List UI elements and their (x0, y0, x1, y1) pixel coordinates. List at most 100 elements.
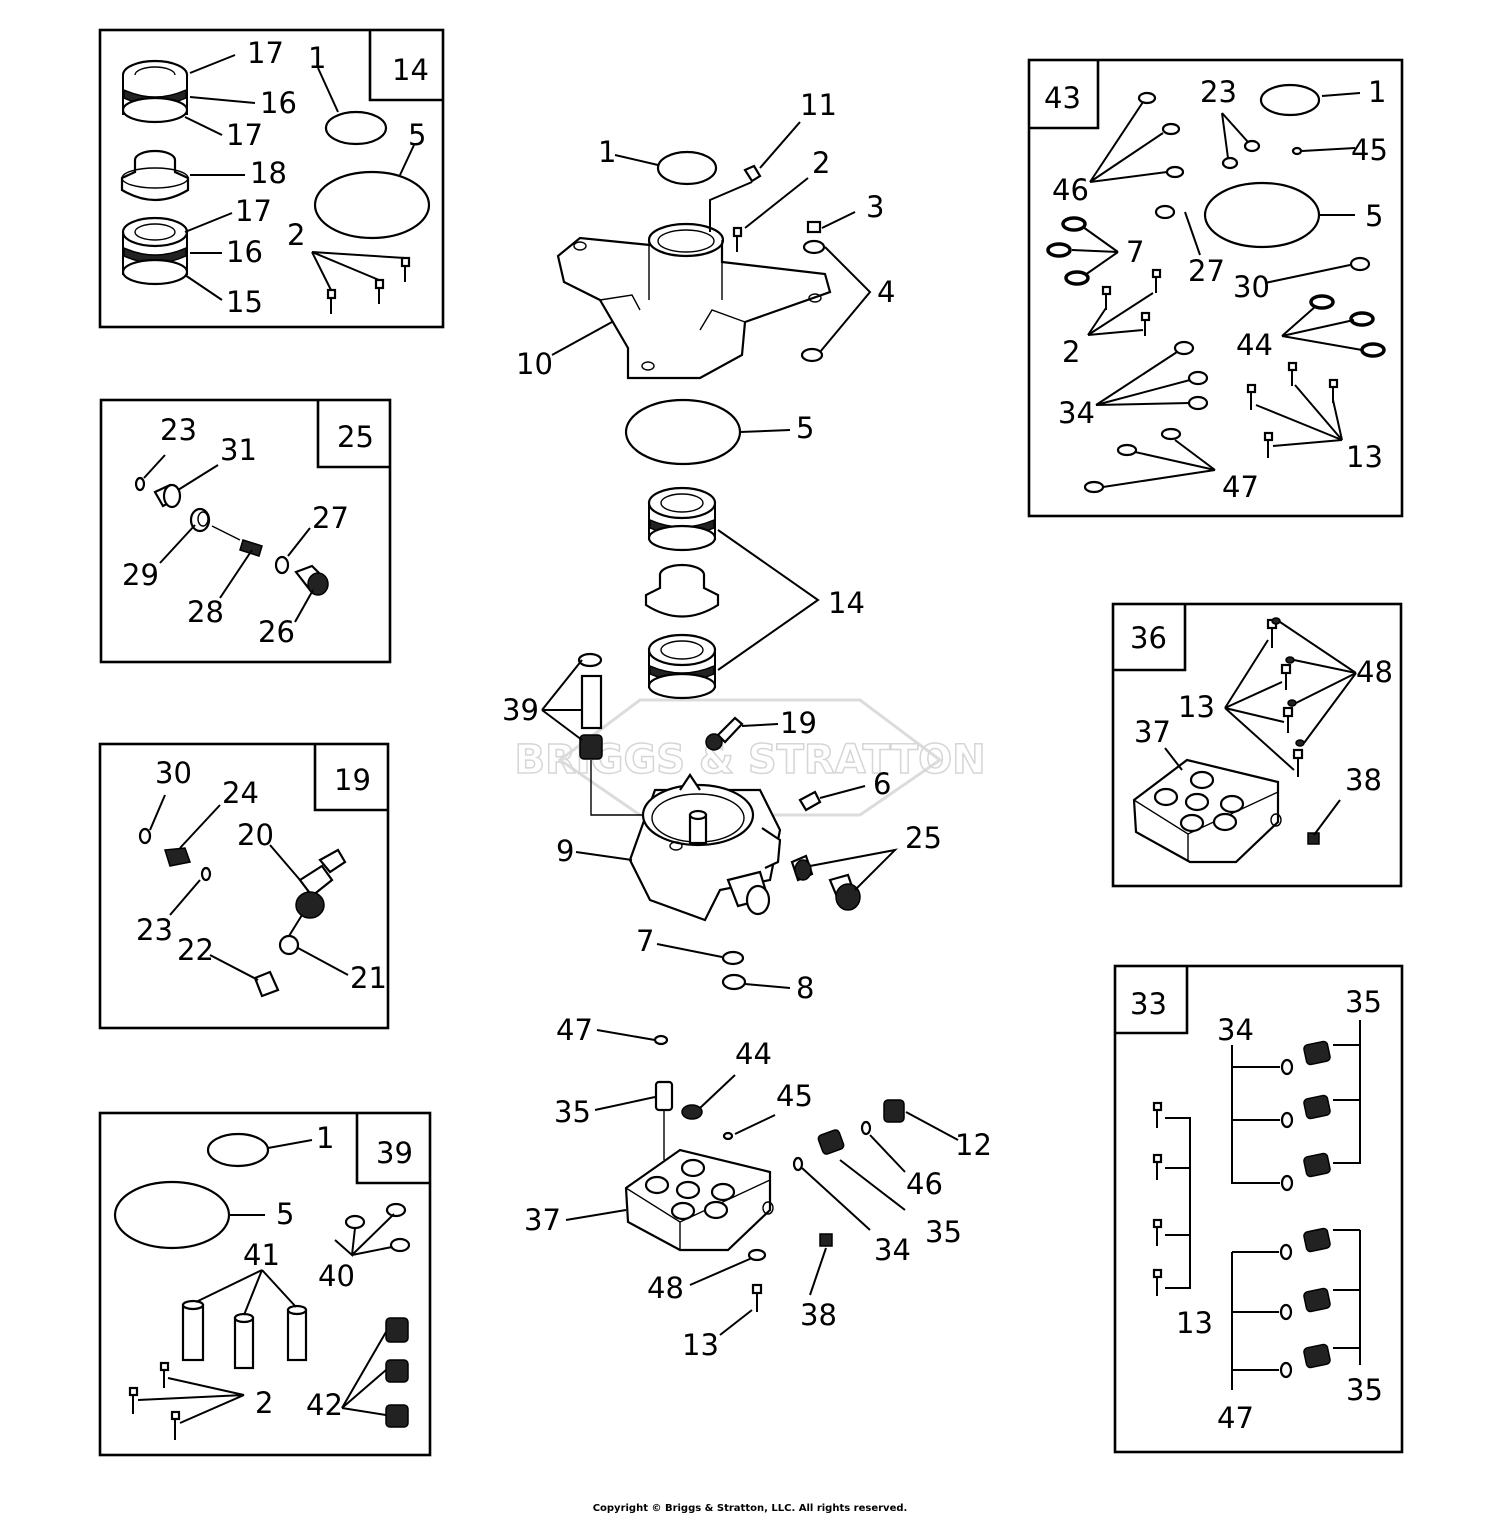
callout-15: 15 (226, 285, 263, 319)
manifold-icon (628, 773, 782, 922)
o-ring-large-icon (1203, 181, 1321, 249)
callout-35: 35 (554, 1095, 591, 1129)
callout-26: 26 (258, 615, 295, 649)
kit-box-19-number: 19 (334, 763, 371, 797)
callout-28: 28 (187, 595, 224, 629)
callout-10: 10 (516, 347, 553, 381)
callout-7: 7 (636, 924, 654, 958)
valve-seat-icon (153, 483, 182, 509)
callout-47: 47 (1222, 470, 1259, 504)
fitting-icon (705, 716, 744, 751)
o-ring-large-icon (313, 170, 431, 240)
check-spring-icon (164, 847, 191, 867)
washer-icon (577, 652, 603, 668)
callout-46: 46 (906, 1167, 943, 1201)
callout-2: 2 (812, 146, 830, 180)
callout-14: 14 (828, 586, 865, 620)
kit-box-36-number: 36 (1130, 621, 1167, 655)
callout-30: 30 (1233, 270, 1270, 304)
callout-38: 38 (800, 1298, 837, 1332)
copyright-notice: Copyright © Briggs & Stratton, LLC. All … (592, 1503, 908, 1514)
fitting-icon (295, 848, 347, 919)
o-ring-icon (134, 476, 146, 492)
o-ring-icon (653, 1034, 669, 1046)
plug-screw-icon (743, 164, 762, 183)
callout-35: 35 (1345, 985, 1382, 1019)
callout-27: 27 (312, 501, 349, 535)
callout-5: 5 (1365, 199, 1383, 233)
ball-icon (278, 934, 300, 956)
callout-35: 35 (925, 1215, 962, 1249)
callout-8: 8 (796, 971, 814, 1005)
plunger-icon (580, 674, 603, 730)
valve-row-lower (1279, 1227, 1331, 1379)
callout-30: 30 (155, 756, 192, 790)
kit-box-39-number: 39 (376, 1136, 413, 1170)
callout-34: 34 (1217, 1013, 1254, 1047)
callout-27: 27 (1188, 254, 1225, 288)
kit-box-19: 19 30 24 20 23 22 21 (98, 742, 390, 1030)
callout-17: 17 (247, 36, 284, 70)
kit-box-36: 36 13 48 (1111, 602, 1403, 888)
nut-icon (1307, 832, 1320, 845)
callout-38: 38 (1345, 763, 1382, 797)
o-ring-large-icon (624, 398, 742, 466)
valve-block-icon (1132, 758, 1282, 864)
washer-icon (802, 239, 826, 255)
callout-1: 1 (308, 41, 326, 75)
o-ring-icon (200, 866, 212, 882)
o-ring-icon (138, 827, 152, 845)
washer-icon (721, 973, 747, 991)
screw-set-icon (1266, 618, 1304, 777)
callout-39: 39 (502, 693, 539, 727)
seal-set-icon (385, 1317, 409, 1428)
washer-icon (747, 1248, 767, 1262)
spring-icon (239, 539, 263, 557)
o-ring-set-44-icon (1309, 294, 1386, 358)
callout-47: 47 (556, 1013, 593, 1047)
nut-icon (806, 220, 822, 234)
washer-set-icon (1271, 617, 1305, 747)
callout-13: 13 (682, 1328, 719, 1362)
callout-5: 5 (276, 1197, 294, 1231)
callout-37: 37 (1134, 715, 1171, 749)
callout-11: 11 (800, 88, 837, 122)
callout-34: 34 (874, 1233, 911, 1267)
callout-18: 18 (250, 156, 287, 190)
callout-16: 16 (260, 86, 297, 120)
o-ring-set-7-icon (1046, 216, 1090, 286)
thrust-bearing-icon (121, 59, 189, 124)
seal-rings-icon (1137, 91, 1371, 272)
callout-13: 13 (1176, 1306, 1213, 1340)
callout-31: 31 (220, 433, 257, 467)
o-ring-icon (721, 950, 745, 966)
screw-set-icon (1152, 1101, 1163, 1296)
callout-9: 9 (556, 834, 574, 868)
plug-icon (294, 564, 329, 596)
callout-7: 7 (1126, 235, 1144, 269)
kit-box-25-number: 25 (337, 420, 374, 454)
callout-21: 21 (350, 961, 387, 995)
callout-25: 25 (905, 821, 942, 855)
callout-29: 29 (122, 558, 159, 592)
callout-23: 23 (1200, 75, 1237, 109)
callout-34: 34 (1058, 396, 1095, 430)
callout-23: 23 (136, 913, 173, 947)
valve-block-icon (624, 1148, 774, 1252)
callout-45: 45 (776, 1079, 813, 1113)
callout-48: 48 (1356, 655, 1393, 689)
screw-set-icon (1101, 268, 1162, 336)
o-ring-icon (681, 1104, 703, 1120)
callout-23: 23 (160, 413, 197, 447)
o-ring-icon (656, 150, 718, 186)
kit-box-14: 14 (98, 28, 445, 329)
screw-set-icon (128, 1361, 181, 1440)
valve-spring-icon (654, 1080, 674, 1112)
main-assembly: 1 11 2 3 4 10 5 14 39 19 6 9 25 7 8 (502, 88, 942, 1005)
o-ring-icon (722, 1131, 734, 1141)
callout-16: 16 (226, 235, 263, 269)
callout-35: 35 (1346, 1373, 1383, 1407)
callout-3: 3 (866, 190, 884, 224)
o-ring-icon (792, 1156, 804, 1172)
